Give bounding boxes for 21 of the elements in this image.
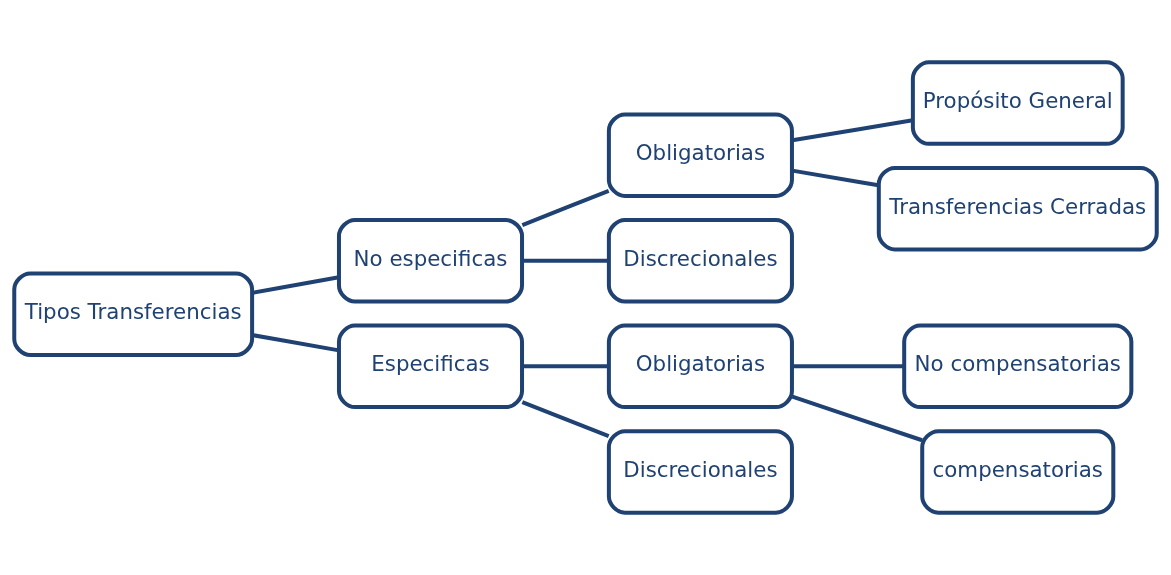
connector (521, 400, 610, 439)
node-box: compensatorias (920, 429, 1116, 515)
node-box: Propósito General (910, 60, 1125, 146)
connector (251, 275, 340, 295)
node-box: No compensatorias (902, 323, 1134, 410)
connector (521, 189, 610, 227)
node-box: No especificas (336, 218, 525, 304)
connector (522, 258, 609, 263)
connector (792, 364, 905, 369)
node-box: Tipos Transferencias (12, 271, 255, 357)
node-box: Obligatorias (606, 112, 794, 198)
connector (251, 333, 340, 353)
connector (522, 364, 609, 369)
connector (791, 394, 923, 443)
node-box: Discrecionales (606, 429, 794, 515)
node-box: Especificas (336, 323, 525, 410)
connector (792, 168, 879, 188)
node-box: Obligatorias (606, 323, 794, 410)
connector (792, 118, 913, 143)
node-box: Discrecionales (606, 218, 794, 304)
node-box: Transferencias Cerradas (876, 165, 1159, 252)
